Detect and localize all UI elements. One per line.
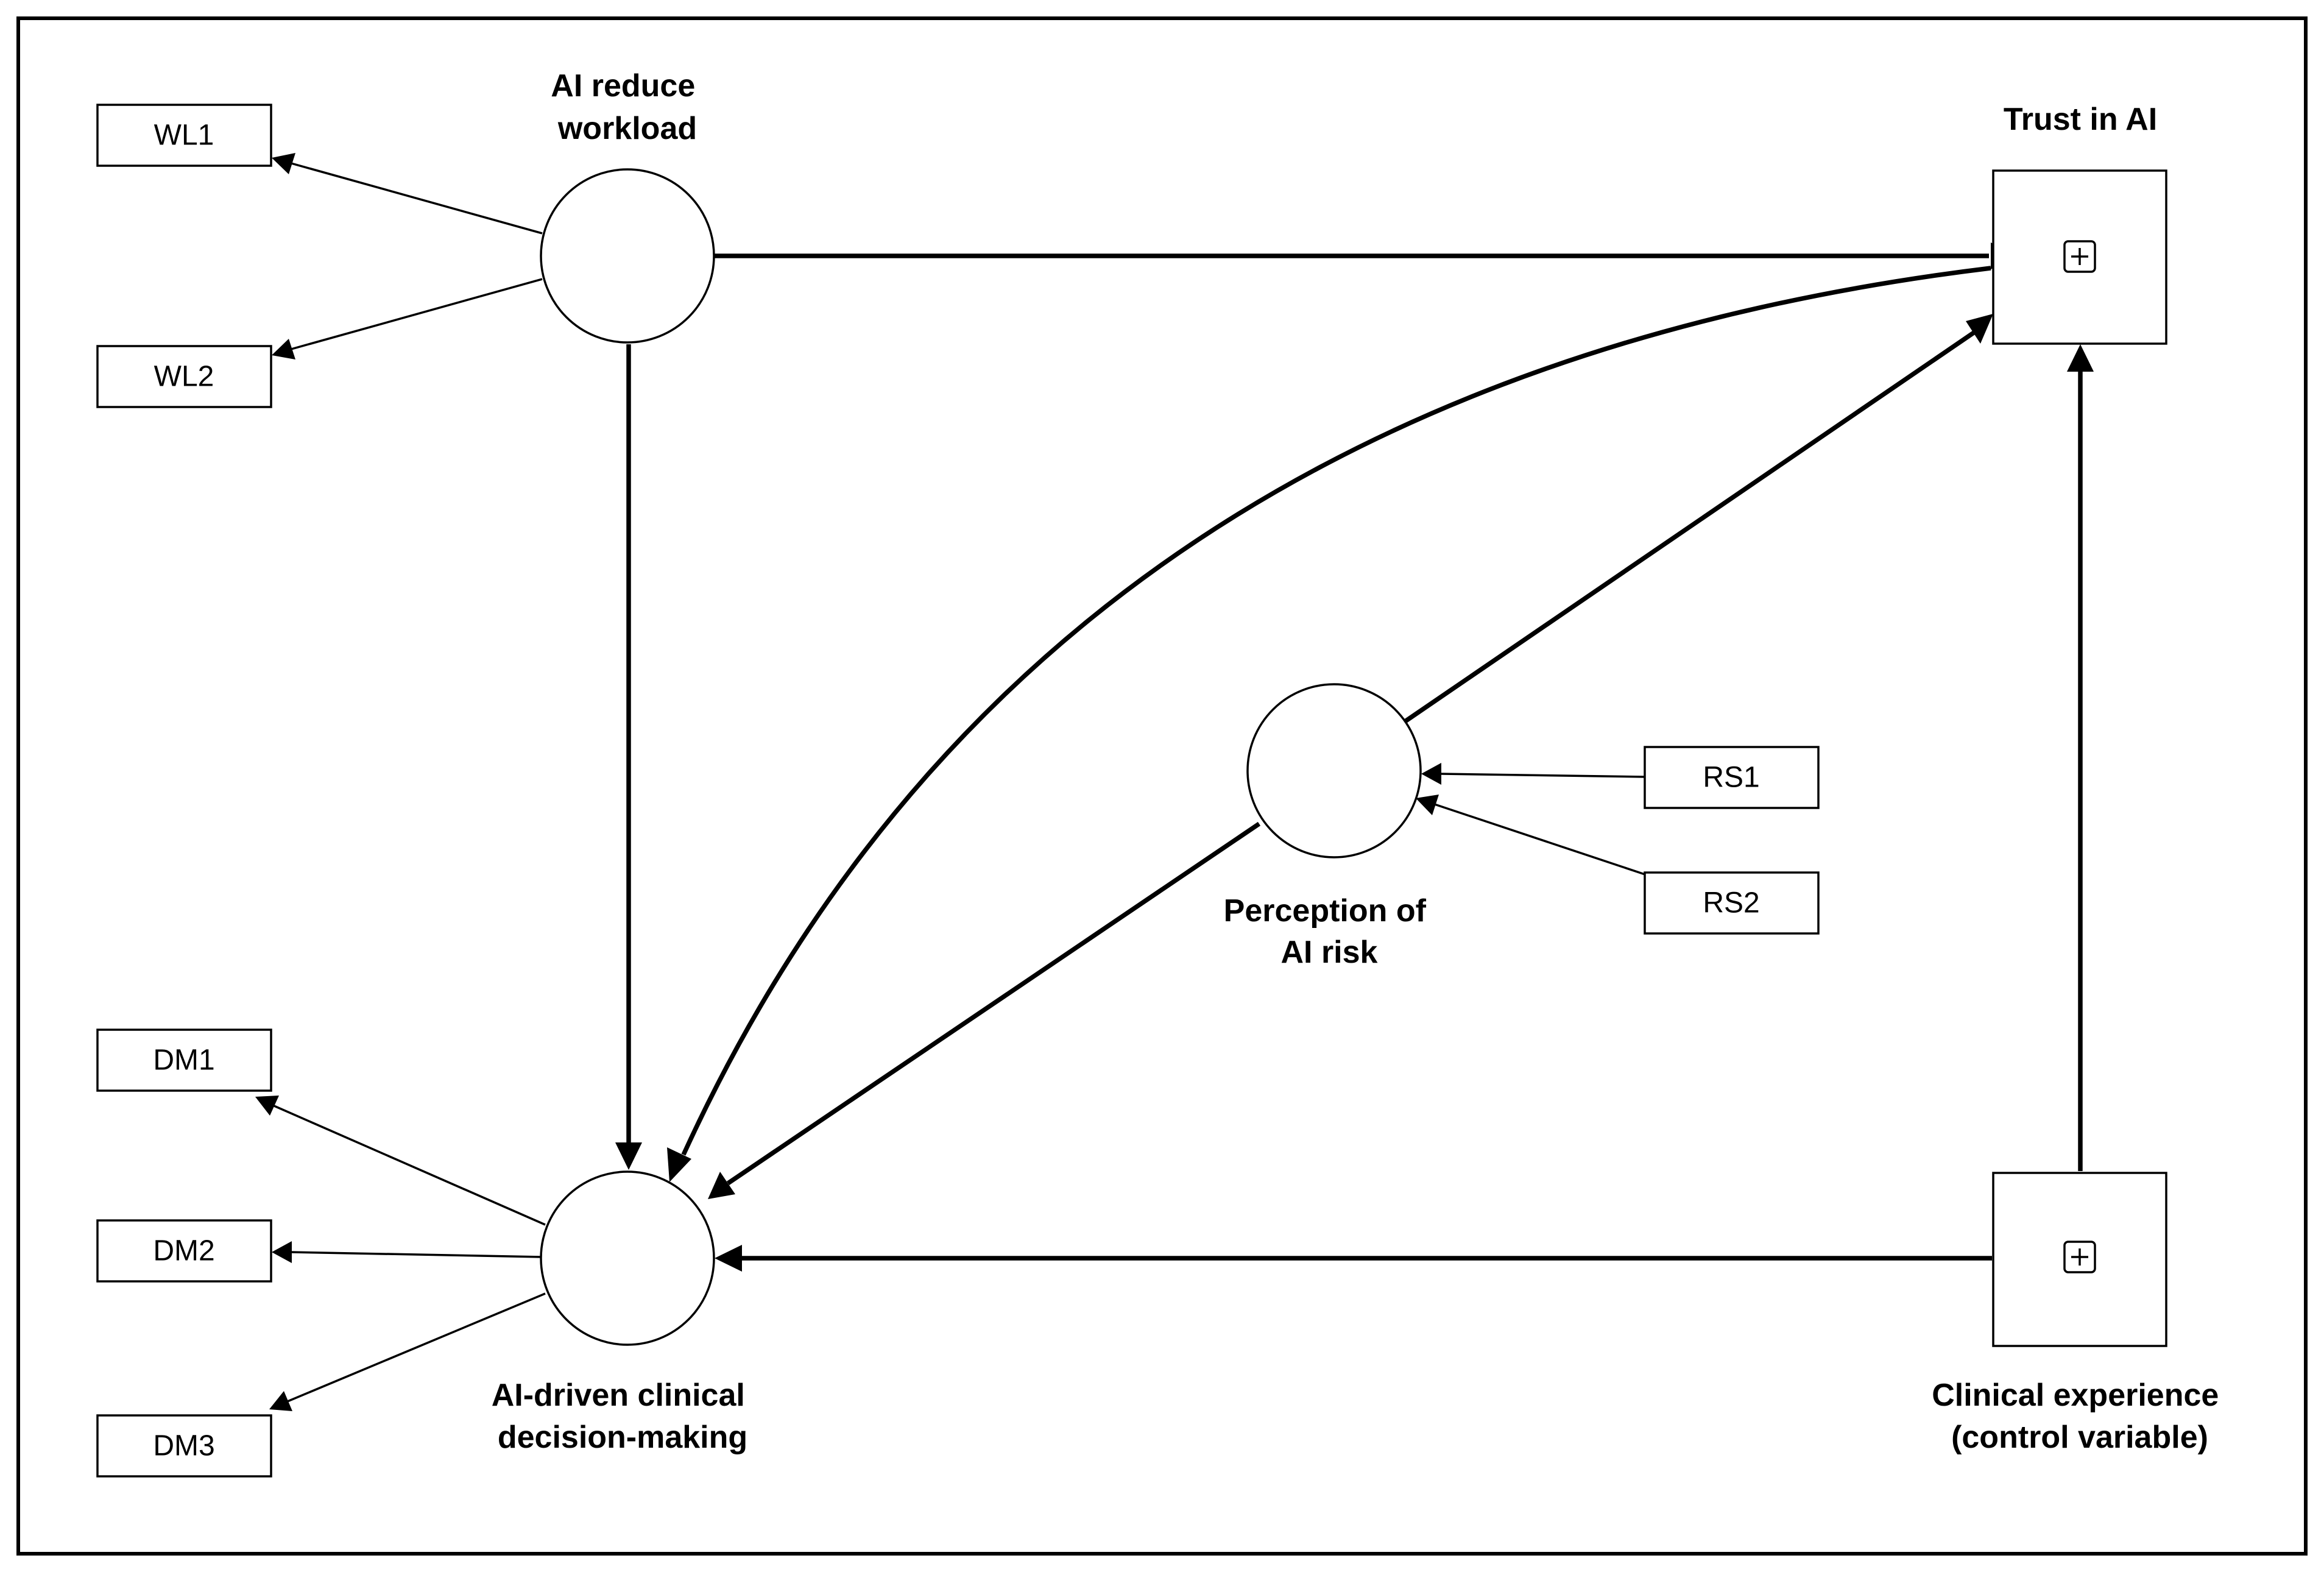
path-risk-to-trust [1402,330,1976,724]
label-experience: Clinical experience (control variable) [1932,1378,2228,1455]
arrowhead-dm1 [255,1096,279,1116]
arrowhead-experience-trust [2067,344,2094,372]
indicator-wl1: WL1 [96,104,272,167]
construct-risk-circle [1246,683,1422,859]
indicator-rs1: RS1 [1644,746,1820,809]
label-workload: AI reduce workload [551,68,704,146]
path-trust-to-decision-curve [681,266,1991,1156]
plus-square-icon [2063,1241,2096,1273]
indicator-dm2: DM2 [96,1219,272,1283]
arrowhead-dm2 [272,1241,292,1263]
indicator-rs2-label: RS2 [1703,887,1759,919]
structural-paths [615,243,2094,1272]
label-trust: Trust in AI [2004,102,2157,137]
indicator-rs2: RS2 [1644,871,1820,935]
indicator-wl2: WL2 [96,345,272,408]
construct-workload-circle [540,168,715,344]
arrow-workload-to-wl1 [291,162,543,235]
indicator-rs1-label: RS1 [1703,762,1759,794]
indicator-wl1-label: WL1 [154,119,214,152]
arrow-workload-to-wl2 [291,278,543,350]
arrow-decision-to-dm3 [287,1292,546,1403]
path-risk-to-decision [726,821,1261,1186]
plus-square-icon [2063,240,2096,273]
arrowhead-risk-trust [1966,314,1993,344]
indicator-arrows [255,153,1645,1411]
arrowhead-wl2 [272,339,295,359]
arrow-decision-to-dm1 [274,1105,546,1226]
arrow-decision-to-dm2 [291,1251,543,1258]
indicator-dm2-label: DM2 [153,1235,214,1267]
indicator-dm3-label: DM3 [153,1430,214,1462]
arrowhead-dm3 [269,1391,292,1411]
diagram-frame [16,16,2308,1556]
arrowhead-rs2 [1416,795,1439,815]
indicator-dm1: DM1 [96,1029,272,1092]
arrowhead-experience-decision [715,1245,742,1272]
indicator-wl2-label: WL2 [154,361,214,393]
arrowhead-wl1 [272,153,295,174]
label-decision: AI-driven clinical decision-making [492,1378,754,1455]
indicator-dm1-label: DM1 [153,1044,214,1077]
arrow-rs1-to-risk [1440,773,1645,778]
construct-experience [1992,1172,2167,1347]
construct-decision-circle [540,1170,715,1346]
indicator-dm3: DM3 [96,1414,272,1478]
arrowhead-trust-decision [667,1147,691,1182]
arrowhead-risk-decision [708,1172,735,1199]
arrow-rs2-to-risk [1434,803,1645,876]
construct-trust [1992,169,2167,345]
label-risk: Perception of AI risk [1224,893,1435,970]
arrowhead-workload-decision [615,1142,642,1170]
arrowhead-rs1 [1421,763,1441,785]
